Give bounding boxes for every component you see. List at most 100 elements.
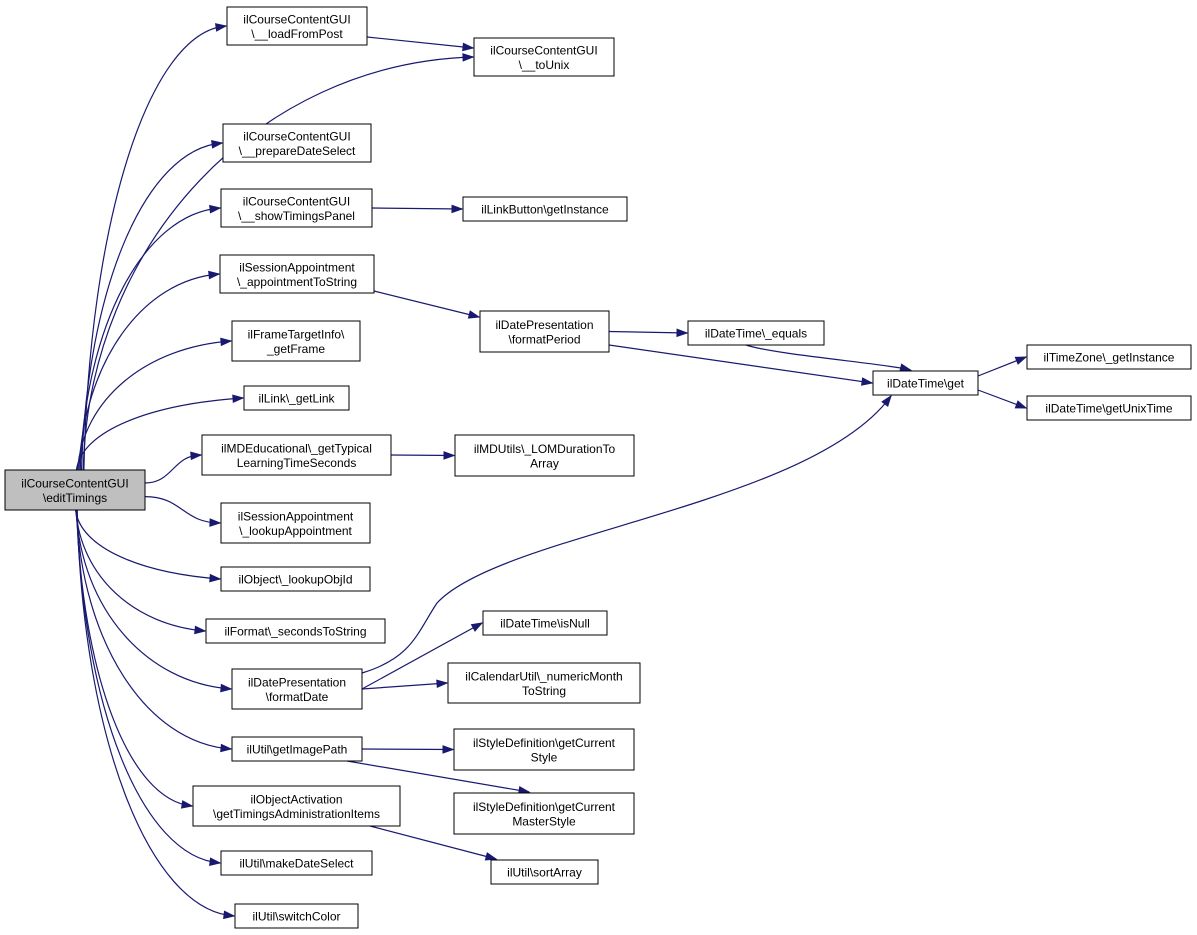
node-tzInstance[interactable]: ilTimeZone\_getInstance bbox=[1026, 344, 1192, 370]
arrowhead bbox=[220, 743, 233, 753]
node-label: ilDateTime\_equals bbox=[705, 327, 807, 341]
arrowhead bbox=[1014, 356, 1028, 365]
edge-root-to-toUnix bbox=[82, 53, 475, 471]
node-secondsToString[interactable]: ilFormat\_secondsToString bbox=[205, 618, 386, 644]
node-label: ilCourseContentGUI bbox=[243, 194, 350, 208]
edge-root-to-loadFromPost bbox=[83, 23, 228, 471]
node-loadFromPost[interactable]: ilCourseContentGUI\__loadFromPost bbox=[226, 6, 368, 46]
node-box bbox=[1026, 395, 1192, 421]
nodes-layer: ilCourseContentGUI\editTimingsilCourseCo… bbox=[4, 6, 1192, 929]
node-label: ilCourseContentGUI bbox=[243, 12, 350, 26]
node-label: \__toUnix bbox=[519, 58, 570, 72]
edge-root-to-objActivation bbox=[76, 509, 194, 809]
node-box bbox=[473, 37, 615, 77]
node-showTimingsPanel[interactable]: ilCourseContentGUI\__showTimingsPanel bbox=[220, 188, 373, 228]
node-getFrame[interactable]: ilFrameTargetInfo\_getFrame bbox=[231, 320, 361, 362]
edge-formatPeriod-to-dtGet bbox=[608, 344, 874, 386]
node-box bbox=[482, 610, 608, 636]
arrowhead bbox=[462, 42, 475, 52]
node-box bbox=[219, 254, 375, 294]
node-label: \formatPeriod bbox=[508, 332, 580, 346]
arrowhead bbox=[232, 394, 245, 404]
node-label: ilSessionAppointment bbox=[238, 509, 354, 523]
edge-showTimingsPanel-to-linkButton bbox=[371, 204, 464, 214]
arrowhead bbox=[223, 910, 236, 920]
edge-dtEquals-to-dtGet bbox=[745, 344, 912, 372]
node-label: \formatDate bbox=[266, 690, 329, 704]
node-box bbox=[243, 385, 350, 411]
node-box bbox=[222, 123, 372, 163]
node-getImagePath[interactable]: ilUtil\getImagePath bbox=[231, 736, 363, 762]
node-label: ilSessionAppointment bbox=[239, 260, 355, 274]
node-box bbox=[453, 728, 635, 771]
edge-dtGet-to-tzInstance bbox=[977, 356, 1028, 377]
node-box bbox=[454, 434, 635, 477]
node-lookupAppointment[interactable]: ilSessionAppointment\_lookupAppointment bbox=[220, 502, 371, 544]
edge-mdEdu-to-lomDuration bbox=[390, 451, 456, 460]
arrowhead bbox=[442, 745, 455, 754]
edges-layer bbox=[74, 23, 1028, 920]
node-label: ilCourseContentGUI bbox=[21, 476, 128, 490]
node-label: \_appointmentToString bbox=[237, 275, 357, 289]
node-mdEdu[interactable]: ilMDEducational\_getTypicalLearningTimeS… bbox=[201, 434, 392, 476]
edge-appointmentToString-to-formatPeriod bbox=[373, 290, 481, 319]
node-label: ilObject\_lookupObjId bbox=[238, 573, 352, 587]
edge-root-to-getFrame bbox=[76, 337, 233, 471]
node-label: ilCourseContentGUI bbox=[490, 43, 597, 57]
node-label: ilMDUtils\_LOMDurationTo bbox=[474, 442, 616, 456]
arrowhead bbox=[209, 204, 222, 214]
node-dtGet[interactable]: ilDateTime\get bbox=[872, 370, 979, 396]
node-makeDateSelect[interactable]: ilUtil\makeDateSelect bbox=[220, 850, 373, 876]
node-label: ilFormat\_secondsToString bbox=[224, 625, 366, 639]
edge-root-to-showTimingsPanel bbox=[79, 204, 222, 471]
node-box bbox=[4, 469, 146, 511]
node-label: \getTimingsAdministrationItems bbox=[213, 807, 380, 821]
node-box bbox=[220, 566, 371, 592]
node-formatDate[interactable]: ilDatePresentation\formatDate bbox=[231, 668, 363, 710]
node-label: Array bbox=[530, 456, 559, 470]
node-prepareDateSelect[interactable]: ilCourseContentGUI\__prepareDateSelect bbox=[222, 123, 372, 163]
node-label: \__loadFromPost bbox=[251, 27, 343, 41]
arrowhead bbox=[899, 363, 912, 372]
edge-root-to-getLink bbox=[75, 394, 245, 471]
node-label: ilStyleDefinition\getCurrent bbox=[473, 800, 616, 814]
node-label: ilObjectActivation bbox=[250, 792, 342, 806]
node-sortArray[interactable]: ilUtil\sortArray bbox=[490, 859, 599, 885]
edge-loadFromPost-to-toUnix bbox=[366, 36, 475, 52]
arrowhead bbox=[215, 23, 228, 32]
node-toUnix[interactable]: ilCourseContentGUI\__toUnix bbox=[473, 37, 615, 77]
arrowhead bbox=[211, 140, 224, 149]
node-label: \editTimings bbox=[43, 491, 107, 505]
arrowhead bbox=[451, 204, 464, 214]
node-appointmentToString[interactable]: ilSessionAppointment\_appointmentToStrin… bbox=[219, 254, 375, 294]
node-box bbox=[231, 736, 363, 762]
edge-formatPeriod-to-dtEquals bbox=[608, 328, 689, 338]
node-formatPeriod[interactable]: ilDatePresentation\formatPeriod bbox=[479, 310, 610, 353]
node-box bbox=[447, 662, 641, 704]
node-box bbox=[226, 6, 368, 46]
node-root[interactable]: ilCourseContentGUI\editTimings bbox=[4, 469, 146, 511]
node-dtEquals[interactable]: ilDateTime\_equals bbox=[687, 320, 825, 346]
node-unixTime[interactable]: ilDateTime\getUnixTime bbox=[1026, 395, 1192, 421]
node-linkButton[interactable]: ilLinkButton\getInstance bbox=[462, 196, 628, 222]
node-switchColor[interactable]: ilUtil\switchColor bbox=[234, 903, 359, 929]
arrowhead bbox=[436, 679, 449, 689]
node-label: ilUtil\getImagePath bbox=[247, 743, 348, 757]
node-label: ilCourseContentGUI bbox=[243, 129, 350, 143]
arrowhead bbox=[484, 852, 498, 861]
edge-root-to-lookupObjId bbox=[74, 509, 222, 583]
node-box bbox=[462, 196, 628, 222]
edge-root-to-secondsToString bbox=[75, 509, 207, 635]
node-box bbox=[205, 618, 386, 644]
node-label: _getFrame bbox=[266, 342, 325, 356]
node-objActivation[interactable]: ilObjectActivation\getTimingsAdministrat… bbox=[192, 785, 401, 827]
node-isNull[interactable]: ilDateTime\isNull bbox=[482, 610, 608, 636]
node-getLink[interactable]: ilLink\_getLink bbox=[243, 385, 350, 411]
node-lookupObjId[interactable]: ilObject\_lookupObjId bbox=[220, 566, 371, 592]
arrowhead bbox=[462, 53, 475, 62]
node-label: ilDateTime\get bbox=[887, 377, 965, 391]
